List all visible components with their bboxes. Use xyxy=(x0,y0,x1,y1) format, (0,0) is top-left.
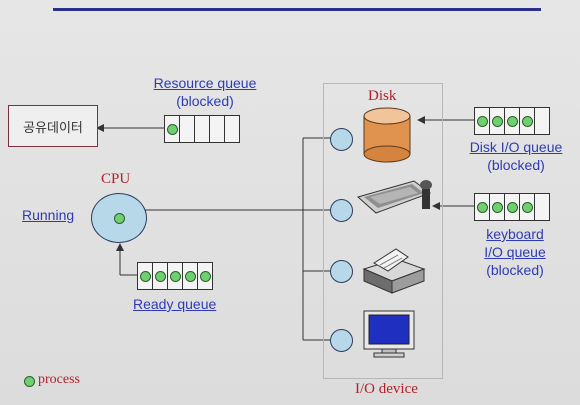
queue-slot xyxy=(474,193,490,221)
process-dot xyxy=(139,270,151,282)
queue-slot xyxy=(152,262,168,290)
process-dot xyxy=(184,270,196,282)
queue-slot xyxy=(197,262,213,290)
title-bar xyxy=(53,8,541,11)
process-dot xyxy=(506,115,518,127)
process-dot xyxy=(506,201,518,213)
keyboard-icon xyxy=(356,180,432,214)
process-dot xyxy=(199,270,211,282)
queue-slot xyxy=(167,262,183,290)
queue-slot xyxy=(489,193,505,221)
keyboard-node xyxy=(330,199,353,222)
printer-node xyxy=(330,260,353,283)
io-device-label: I/O device xyxy=(355,381,418,397)
disk-queue-state: (blocked) xyxy=(487,157,545,173)
disk-io-queue xyxy=(474,107,550,135)
running-label: Running xyxy=(22,207,75,223)
process-dot xyxy=(491,201,503,213)
process-dot xyxy=(491,115,503,127)
queue-slot xyxy=(474,107,490,135)
cpu-node xyxy=(91,193,147,243)
queue-slot xyxy=(182,262,198,290)
queue-slot xyxy=(534,193,550,221)
cpu-label: CPU xyxy=(101,171,131,187)
printer-icon xyxy=(362,248,426,294)
process-dot xyxy=(169,270,181,282)
monitor-node xyxy=(330,329,353,352)
queue-slot xyxy=(489,107,505,135)
resource-queue-label: Resource queue xyxy=(153,75,257,91)
process-dot xyxy=(114,213,125,224)
resource-queue-state: (blocked) xyxy=(176,93,234,109)
process-dot xyxy=(521,201,533,213)
queue-slot xyxy=(519,193,535,221)
queue-slot xyxy=(164,115,180,143)
disk-label: Disk xyxy=(368,88,397,104)
process-dot xyxy=(476,115,488,127)
resource-queue xyxy=(164,115,240,143)
io-device-box xyxy=(323,83,443,379)
queue-slot xyxy=(534,107,550,135)
ready-queue-label: Ready queue xyxy=(133,296,217,312)
legend-label: process xyxy=(38,372,80,387)
monitor-icon xyxy=(363,310,415,358)
shared-data-label: 공유데이터 xyxy=(23,119,83,135)
queue-slot xyxy=(519,107,535,135)
process-dot xyxy=(521,115,533,127)
ready-queue xyxy=(137,262,213,290)
legend-process-dot xyxy=(24,376,35,387)
queue-slot xyxy=(194,115,210,143)
queue-slot xyxy=(504,107,520,135)
keyboard-queue-state: (blocked) xyxy=(486,262,544,278)
process-dot xyxy=(166,123,178,135)
shared-data-box: 공유데이터 xyxy=(8,105,98,147)
disk-queue-label: Disk I/O queue xyxy=(469,139,563,155)
keyboard-io-queue xyxy=(474,193,550,221)
process-dot xyxy=(154,270,166,282)
queue-slot xyxy=(504,193,520,221)
queue-slot xyxy=(209,115,225,143)
process-dot xyxy=(476,201,488,213)
queue-slot xyxy=(179,115,195,143)
queue-slot xyxy=(224,115,240,143)
keyboard-queue-line2: I/O queue xyxy=(484,244,546,260)
queue-slot xyxy=(137,262,153,290)
disk-icon xyxy=(363,107,411,163)
keyboard-queue-line1: keyboard xyxy=(486,226,544,242)
disk-node xyxy=(330,128,353,151)
